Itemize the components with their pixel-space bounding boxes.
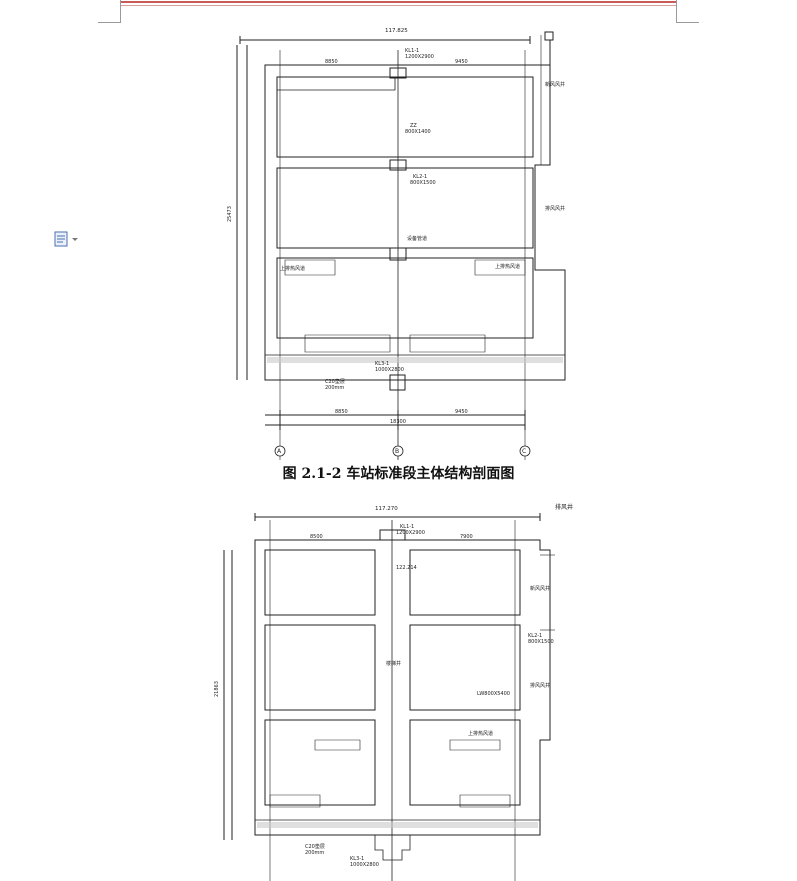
fig2-fan2: 排风风井 bbox=[530, 682, 550, 689]
fig1-c20: C20垫层 bbox=[325, 378, 345, 385]
fig2-lw: LW800X5400 bbox=[477, 691, 510, 697]
fig2-top-elevation: 117.270 bbox=[375, 506, 398, 512]
fig1-platform-left: 上排热风道 bbox=[280, 265, 305, 272]
fig1-fan: 新风风井 bbox=[545, 81, 565, 88]
fig1-kl3: KL3-1 bbox=[375, 361, 389, 367]
fig2-kl3-size: 1000X2800 bbox=[350, 862, 379, 868]
fig2-stair: 楼梯井 bbox=[386, 660, 401, 667]
header-rule bbox=[120, 0, 676, 9]
fig2-beam-top-size: 1200X2900 bbox=[396, 530, 425, 536]
fig1-dim-left: 8850 bbox=[335, 409, 348, 415]
fig1-axis-c: C bbox=[522, 448, 526, 455]
fig2-mid-elev: 122.214 bbox=[396, 565, 417, 571]
fig1-beam-top: KL1-1 bbox=[405, 48, 419, 54]
fig1-top-elevation: 117.825 bbox=[385, 28, 408, 34]
fig1-fan2: 排风风井 bbox=[545, 205, 565, 212]
fig1-dim-total: 18300 bbox=[390, 419, 406, 425]
document-icon[interactable] bbox=[54, 230, 82, 248]
fig1-axis-a: A bbox=[277, 448, 282, 455]
fig1-beam-top-size: 1200X2900 bbox=[405, 54, 434, 60]
figure-caption: 图 2.1-2 车站标准段主体结构剖面图 bbox=[282, 466, 515, 482]
fig2-platform: 上排热风道 bbox=[468, 730, 493, 737]
crop-mark-right bbox=[676, 0, 699, 23]
fig2-top-dim-1: 8500 bbox=[310, 534, 323, 540]
fig1-top-dim-2: 9450 bbox=[455, 59, 468, 65]
fig1-left-height: 25473 bbox=[227, 206, 233, 222]
fig1-kl2: KL2-1 bbox=[413, 174, 427, 180]
fig1-c20-thk: 200mm bbox=[325, 385, 344, 391]
fig2-kl2-size: 800X1500 bbox=[528, 639, 554, 645]
fig1-platform: 上排热风道 bbox=[495, 263, 520, 270]
fig2-top-dim-4: 7900 bbox=[460, 534, 473, 540]
fig1-axis-b: B bbox=[395, 448, 399, 455]
fig1-equip: 设备管道 bbox=[407, 235, 427, 242]
fig2-kl2: KL2-1 bbox=[528, 633, 542, 639]
fig2-c20-thk: 200mm bbox=[305, 850, 324, 856]
fig1-kl2-size: 800X1500 bbox=[410, 180, 436, 186]
fig1-top-dim-1: 8850 bbox=[325, 59, 338, 65]
fig2-kl3: KL3-1 bbox=[350, 856, 364, 862]
fig1-zz-size: 800X1400 bbox=[405, 129, 431, 135]
fig2-corner-note: 排风井 bbox=[555, 503, 573, 511]
fig2-c20: C20垫层 bbox=[305, 843, 325, 850]
fig1-kl3-size: 1000X2800 bbox=[375, 367, 404, 373]
fig2-beam-top: KL1-1 bbox=[400, 524, 414, 530]
fig2-left-height: 21863 bbox=[214, 681, 220, 697]
section-drawing-1: 117.825 KL1-1 1200X2900 ZZ 800X1400 KL2-… bbox=[225, 20, 585, 460]
section-drawing-2: 117.270 排风井 KL1-1 1200X2900 122.214 楼梯井 … bbox=[210, 495, 610, 881]
crop-mark-left bbox=[98, 0, 121, 23]
fig1-zz: ZZ bbox=[410, 123, 417, 129]
fig2-fan: 新风风井 bbox=[530, 585, 550, 592]
fig1-dim-right: 9450 bbox=[455, 409, 468, 415]
